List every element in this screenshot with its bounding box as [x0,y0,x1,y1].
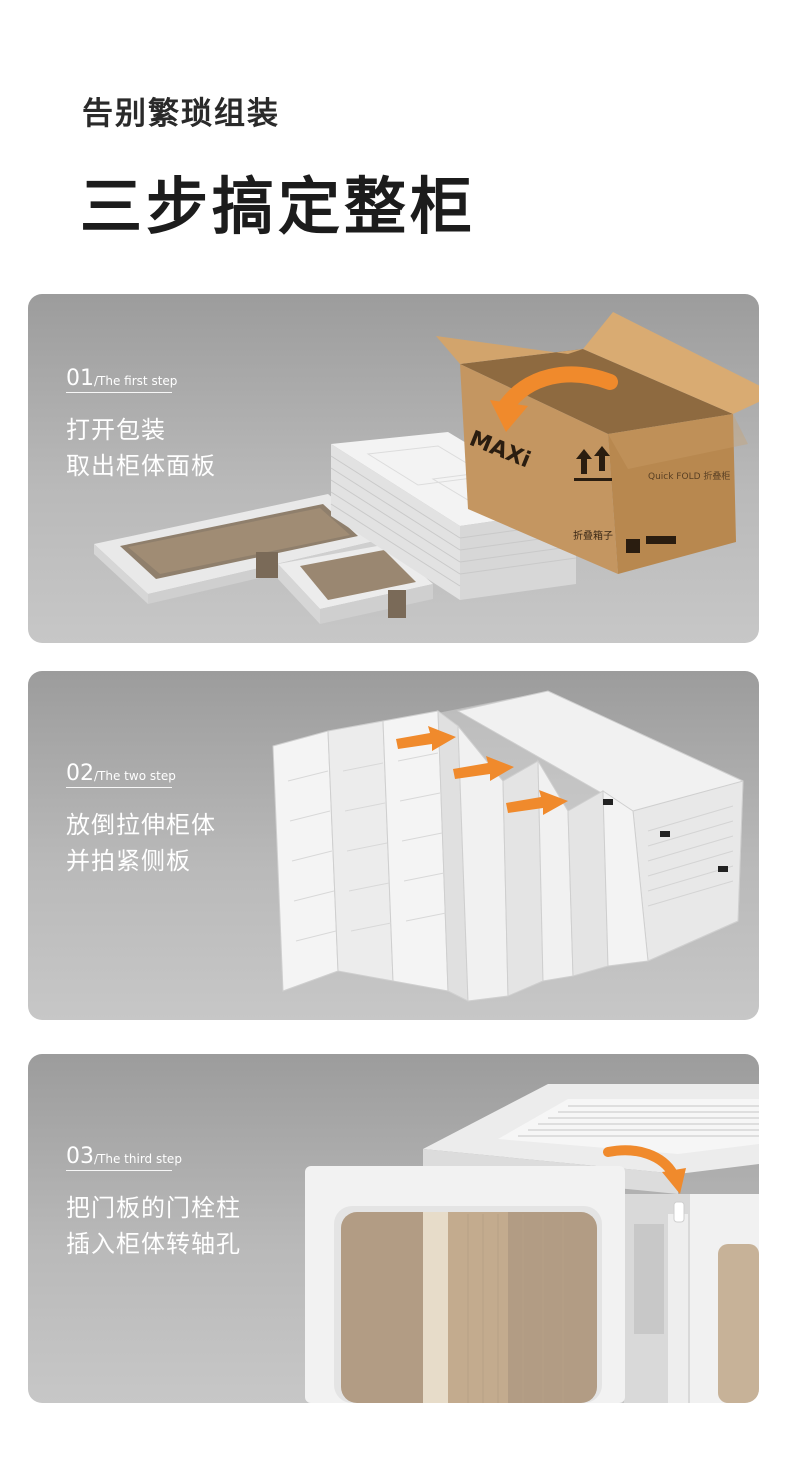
subtitle: 告别繁琐组装 [82,96,280,132]
step-1-num: 01 [66,366,94,391]
step-2-text: 放倒拉伸柜体 并拍紧侧板 [66,807,216,879]
large-frame-panel [94,494,383,604]
step-1-number: 01/The first step [66,366,177,391]
step-2-num: 02 [66,761,94,786]
box-cn: 折叠箱子 [573,529,613,542]
hinge-pin [673,1201,685,1223]
step-1-illustration: MAXi Quick FOLD 折叠柜 折叠箱子 [94,312,759,624]
step-1-text: 打开包装 取出柜体面板 [66,412,216,484]
this-way-up-icon [574,446,612,481]
step-2-underline [66,787,172,788]
step-2-number: 02/The two step [66,761,176,786]
step-2-card: 02/The two step 放倒拉伸柜体 并拍紧侧板 [28,671,759,1020]
step-3-line1: 把门板的门栓柱 [66,1194,241,1222]
left-door-panel [305,1166,625,1403]
clip-icon [603,799,613,805]
step-3-line2: 插入柜体转轴孔 [66,1230,241,1258]
step-1-en: The first step [98,374,178,388]
step-3-en: The third step [98,1152,182,1166]
clip-icon [718,866,728,872]
step-3-underline [66,1170,172,1171]
step-2-sep: / [94,769,99,783]
step-3-illustration [305,1084,759,1403]
step-1-underline [66,392,172,393]
step-1-sep: / [94,374,99,388]
small-frame-panel [278,544,433,624]
step-2-en: The two step [98,769,176,783]
step-2-illustration [272,690,744,1002]
step-3-card: 03/The third step 把门板的门栓柱 插入柜体转轴孔 [28,1054,759,1403]
qr-code-icon [626,539,640,553]
cabinet-frame-right [456,690,744,962]
curved-arrow-icon [490,366,618,432]
curved-arrow-down-icon [603,1145,686,1194]
step-1-line2: 取出柜体面板 [66,452,216,480]
step-3-number: 03/The third step [66,1144,182,1169]
step-1-line1: 打开包装 [66,416,166,444]
step-3-text: 把门板的门栓柱 插入柜体转轴孔 [66,1190,241,1262]
barcode-icon [646,536,676,544]
step-3-sep: / [94,1152,99,1166]
step-2-line1: 放倒拉伸柜体 [66,811,216,839]
step-1-card: 01/The first step 打开包装 取出柜体面板 [28,294,759,643]
accordion-side-panels [272,709,649,1002]
clip-icon [660,831,670,837]
arrow-right-icon [453,756,514,781]
right-door-panel [690,1194,759,1403]
arrow-right-icon [506,790,568,815]
headline: 三步搞定整柜 [80,170,477,243]
arrow-right-icon [396,726,456,751]
step-2-line2: 并拍紧侧板 [66,847,191,875]
box-label: Quick FOLD 折叠柜 [648,470,730,482]
step-3-num: 03 [66,1144,94,1169]
